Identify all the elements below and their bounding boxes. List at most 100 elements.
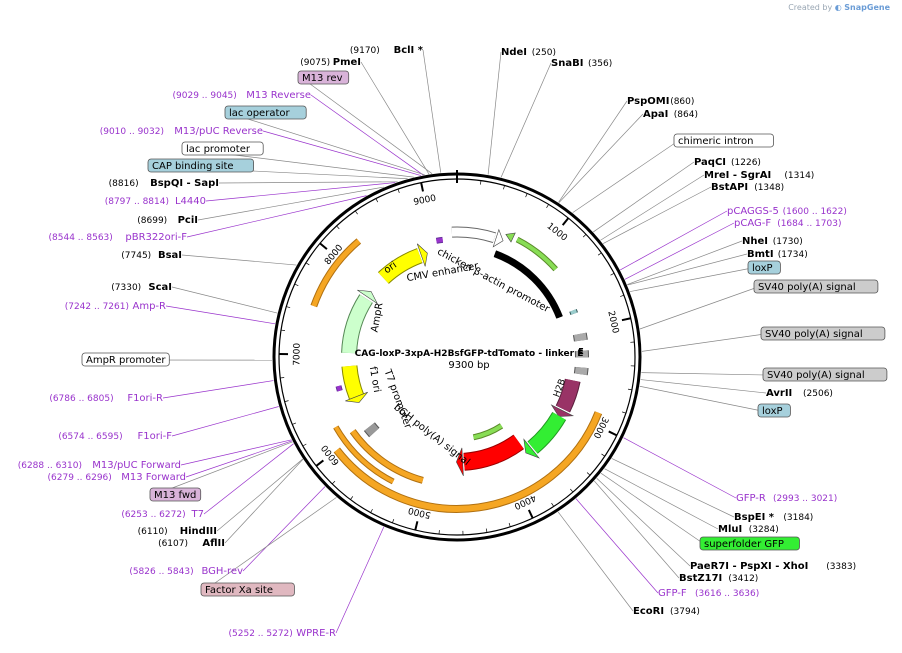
feature-sfgfp-arrow-icon (523, 438, 540, 459)
feature-orange-arc-2[interactable] (350, 429, 424, 483)
feature-m13-rev-mark[interactable] (436, 237, 443, 243)
ruler-minor-tick (280, 329, 286, 331)
map-label[interactable]: AflII (202, 538, 225, 549)
feature-orange-arc-1[interactable] (334, 411, 602, 512)
map-label[interactable]: F1ori-R (127, 393, 163, 404)
feature-sfgfp[interactable] (527, 412, 566, 453)
feature-sv40-polya-3[interactable] (574, 366, 588, 376)
map-label[interactable]: BspQI - SapI (150, 178, 219, 189)
map-label[interactable]: ScaI (148, 282, 172, 293)
ruler-minor-tick (610, 272, 615, 276)
leader-line (262, 130, 422, 176)
map-label[interactable]: Factor Xa site (205, 585, 273, 596)
feature-h2b[interactable] (556, 378, 580, 413)
map-label[interactable]: HindIII (180, 526, 217, 537)
map-label[interactable]: PaeR7I - PspXI - XhoI (690, 561, 808, 572)
feature-ori-arrow-icon (416, 243, 428, 267)
map-label[interactable]: CAP binding site (152, 161, 234, 172)
map-label[interactable]: BmtI (747, 249, 774, 260)
map-label[interactable]: ApaI (643, 109, 668, 120)
leader-line (639, 286, 759, 330)
map-label[interactable]: loxP (752, 263, 773, 274)
map-label[interactable]: lac promoter (186, 144, 251, 155)
feature-label-box (673, 133, 774, 148)
feature-bgh-polya[interactable] (364, 422, 379, 437)
map-label[interactable]: BspEI * (734, 512, 775, 523)
ruler-minor-tick (551, 502, 554, 507)
map-label[interactable]: loxP (762, 406, 783, 417)
map-label-position: (7745) (121, 251, 151, 261)
map-label-position: (3383) (826, 562, 856, 572)
map-label[interactable]: pCAGGS-5 (727, 206, 779, 217)
feature-loxp-1[interactable] (570, 309, 578, 315)
map-label[interactable]: AvrII (766, 388, 792, 399)
map-label[interactable]: F1ori-F (138, 431, 173, 442)
map-label[interactable]: PmeI (333, 57, 361, 68)
map-label[interactable]: pBR322ori-F (125, 232, 187, 243)
map-label[interactable]: M13 Reverse (246, 90, 311, 101)
map-label[interactable]: SV40 poly(A) signal (765, 329, 863, 340)
map-label[interactable]: BstZ17I (679, 573, 722, 584)
map-label[interactable]: T7 (191, 509, 204, 520)
leader-line (204, 497, 337, 591)
map-label-position: (8797 .. 8814) (105, 197, 169, 207)
map-label[interactable]: SV40 poly(A) signal (767, 370, 865, 381)
leader-line (216, 458, 303, 532)
feature-ampr-arrow-icon (357, 289, 378, 304)
map-label[interactable]: GFP-F (658, 588, 687, 599)
map-label[interactable]: SnaBI (551, 58, 583, 69)
map-label[interactable]: MreI - SgrAI (704, 170, 771, 181)
feature-chimeric-intron-arrow-icon (505, 232, 516, 243)
feature-ori[interactable] (378, 249, 423, 284)
feature-ampr[interactable] (342, 294, 373, 354)
map-label[interactable]: superfolder GFP (704, 539, 784, 550)
feature-label-box (147, 158, 254, 173)
feature-orange-arc-4[interactable] (311, 239, 361, 307)
ruler-minor-tick (620, 294, 625, 297)
leader-line (153, 441, 293, 496)
feature-cba-promoter[interactable] (494, 251, 562, 319)
map-label[interactable]: PciI (178, 215, 198, 226)
map-label[interactable]: L4440 (175, 196, 206, 207)
feature-orange-arc-3[interactable] (334, 425, 395, 484)
feature-f1-ori[interactable] (342, 365, 364, 400)
map-label-position: (864) (674, 110, 698, 120)
feature-label-box (200, 582, 295, 597)
ruler-minor-tick (525, 193, 528, 198)
feature-sv40-polya-1[interactable] (573, 332, 587, 342)
map-label[interactable]: GFP-R (736, 493, 766, 504)
map-label[interactable]: M13 rev (302, 73, 343, 84)
ruler-tick (420, 182, 424, 192)
leader-line (203, 443, 294, 515)
map-label[interactable]: NheI (742, 236, 768, 247)
map-label[interactable]: M13/pUC Forward (92, 460, 181, 471)
map-label[interactable]: PaqCI (694, 157, 726, 168)
feature-linker-thin[interactable] (473, 424, 503, 440)
map-label[interactable]: MluI (718, 524, 742, 535)
map-label[interactable]: M13 fwd (154, 490, 196, 501)
map-label[interactable]: BstAPI (711, 182, 748, 193)
map-label[interactable]: BGH-rev (201, 566, 243, 577)
map-label[interactable]: PspOMI (627, 96, 669, 107)
leader-line (602, 186, 712, 244)
map-label[interactable]: NdeI (501, 47, 527, 58)
feature-tdtomato[interactable] (463, 435, 524, 470)
feature-chimeric-intron[interactable] (516, 237, 558, 271)
feature-f1-primer-mark[interactable] (336, 385, 342, 392)
map-label[interactable]: lac operator (229, 108, 290, 119)
map-label[interactable]: WPRE-R (296, 628, 336, 639)
map-label[interactable]: BclI * (394, 45, 424, 56)
map-label[interactable]: M13/pUC Reverse (174, 126, 263, 137)
map-label-position: (6110) (138, 527, 168, 537)
ruler-minor-tick (586, 472, 591, 476)
map-label[interactable]: Amp-R (133, 301, 167, 312)
feature-cmv-enhancer[interactable] (451, 227, 496, 243)
map-label[interactable]: M13 Forward (121, 472, 186, 483)
map-label[interactable]: AmpR promoter (86, 355, 166, 366)
map-label[interactable]: pCAG-F (734, 218, 771, 229)
map-label[interactable]: SV40 poly(A) signal (758, 282, 856, 293)
map-label[interactable]: BsaI (158, 250, 182, 261)
map-label[interactable]: EcoRI (633, 606, 664, 617)
map-label[interactable]: chimeric intron (678, 136, 753, 147)
feature-label-box (747, 260, 781, 275)
